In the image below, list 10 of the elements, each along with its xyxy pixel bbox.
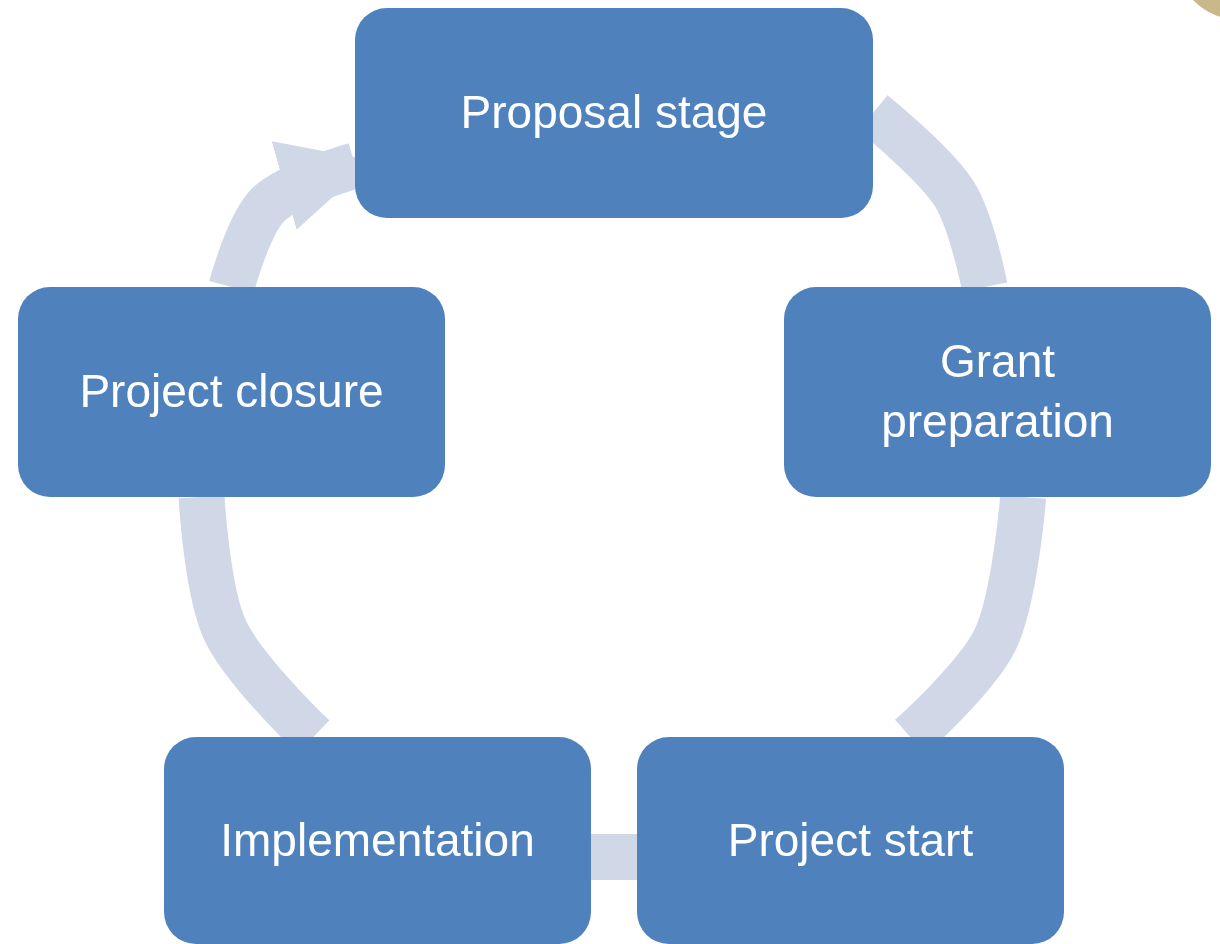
step-label: Grant preparation	[880, 334, 1115, 449]
process-box	[18, 287, 445, 497]
step-label: Proposal stage	[460, 85, 768, 141]
step-label: Implementation	[220, 812, 535, 868]
step-label: Project closure	[79, 364, 384, 420]
process-box	[784, 287, 1211, 497]
step-label: Project start	[727, 812, 974, 868]
process-box	[637, 737, 1064, 944]
process-box	[355, 8, 873, 218]
process-box	[164, 737, 591, 944]
